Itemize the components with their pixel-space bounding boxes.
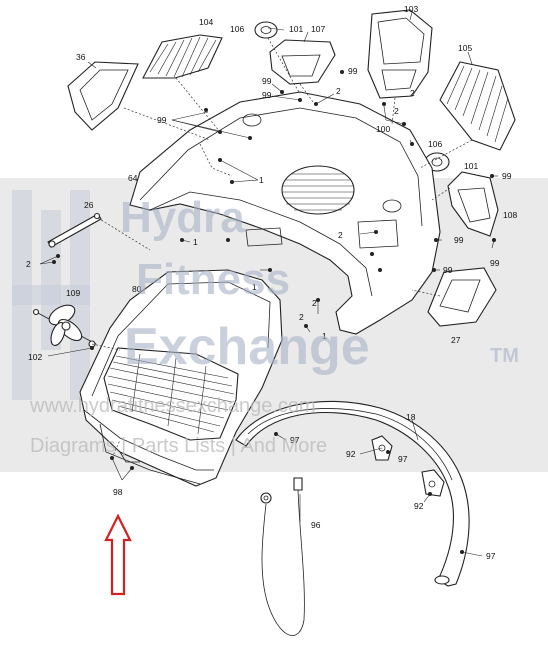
label-99-g: 99 xyxy=(443,265,453,275)
part-36-left-cup xyxy=(67,61,139,131)
part-labels: 104 106 101 107 103 36 105 99 99 99 99 2… xyxy=(26,4,517,561)
label-96: 96 xyxy=(311,520,321,530)
label-1-b: 1 xyxy=(193,237,198,247)
label-99-f: 99 xyxy=(454,235,464,245)
red-arrow-indicator xyxy=(104,513,132,596)
watermark-line-3: Exchange xyxy=(124,318,370,376)
watermark-url: www.hydrafitnessexchange.com xyxy=(29,395,316,417)
label-92-b: 92 xyxy=(414,501,424,511)
label-18: 18 xyxy=(406,412,416,422)
label-2-c: 2 xyxy=(394,106,399,116)
part-92-bracket-lower xyxy=(421,469,445,497)
label-99-e: 99 xyxy=(502,171,512,181)
label-2-d: 2 xyxy=(338,230,343,240)
part-64-main-hood xyxy=(129,91,441,335)
label-2-a: 2 xyxy=(336,86,341,96)
part-108-right-housing xyxy=(447,171,499,237)
label-64: 64 xyxy=(128,173,138,183)
label-98: 98 xyxy=(113,487,123,497)
label-97-c: 97 xyxy=(486,551,496,561)
leader-lines xyxy=(39,11,498,557)
part-18-handrail xyxy=(235,400,470,587)
label-1-d: 1 xyxy=(322,331,327,341)
label-2-g: 2 xyxy=(299,312,304,322)
label-97-a: 97 xyxy=(290,435,300,445)
label-1-a: 1 xyxy=(259,175,264,185)
label-101-right: 101 xyxy=(464,161,478,171)
label-107: 107 xyxy=(311,24,325,34)
part-96-safety-cable xyxy=(260,477,305,636)
label-99-d: 99 xyxy=(157,115,167,125)
label-101-top: 101 xyxy=(289,24,303,34)
label-27: 27 xyxy=(451,335,461,345)
watermark-text: Hydra Fitness Exchange TM www.hydrafitne… xyxy=(29,193,519,457)
label-97-b: 97 xyxy=(398,454,408,464)
label-2-b: 2 xyxy=(410,88,415,98)
label-102: 102 xyxy=(28,352,42,362)
label-106-top: 106 xyxy=(230,24,244,34)
label-36: 36 xyxy=(76,52,86,62)
label-92-a: 92 xyxy=(346,449,356,459)
label-100: 100 xyxy=(376,124,390,134)
label-104: 104 xyxy=(199,17,213,27)
part-109-fan xyxy=(32,304,97,348)
label-109: 109 xyxy=(66,288,80,298)
hood-vent-grille xyxy=(281,165,355,215)
watermark-line-1: Hydra xyxy=(120,193,245,242)
front-cover-vent-grille xyxy=(103,347,239,441)
label-26: 26 xyxy=(84,200,94,210)
watermark-tm: TM xyxy=(490,345,519,367)
label-99-a: 99 xyxy=(348,66,358,76)
part-26-rod xyxy=(47,212,102,248)
label-2-f: 2 xyxy=(312,298,317,308)
label-108: 108 xyxy=(503,210,517,220)
label-99-b: 99 xyxy=(262,76,272,86)
label-105: 105 xyxy=(458,43,472,53)
assembly-guide-lines xyxy=(91,37,473,459)
part-106-speaker-top xyxy=(254,21,278,39)
label-106-right: 106 xyxy=(428,139,442,149)
watermark-line-2: Fitness xyxy=(136,255,290,304)
part-27-right-cup xyxy=(427,267,497,327)
label-99-c: 99 xyxy=(262,90,272,100)
watermark-logo xyxy=(12,190,90,400)
label-1-c: 1 xyxy=(252,282,257,292)
part-104-mesh-panel xyxy=(142,34,223,79)
label-2-e: 2 xyxy=(26,259,31,269)
part-107-speaker-housing xyxy=(269,39,336,85)
label-103: 103 xyxy=(404,4,418,14)
part-105-right-mesh xyxy=(439,61,516,151)
fasteners xyxy=(52,70,496,554)
label-80: 80 xyxy=(132,284,142,294)
watermark-tagline: Diagrams | Parts Lists | And More xyxy=(30,435,327,457)
part-103-display-console xyxy=(367,9,433,99)
label-99-h: 99 xyxy=(490,258,500,268)
